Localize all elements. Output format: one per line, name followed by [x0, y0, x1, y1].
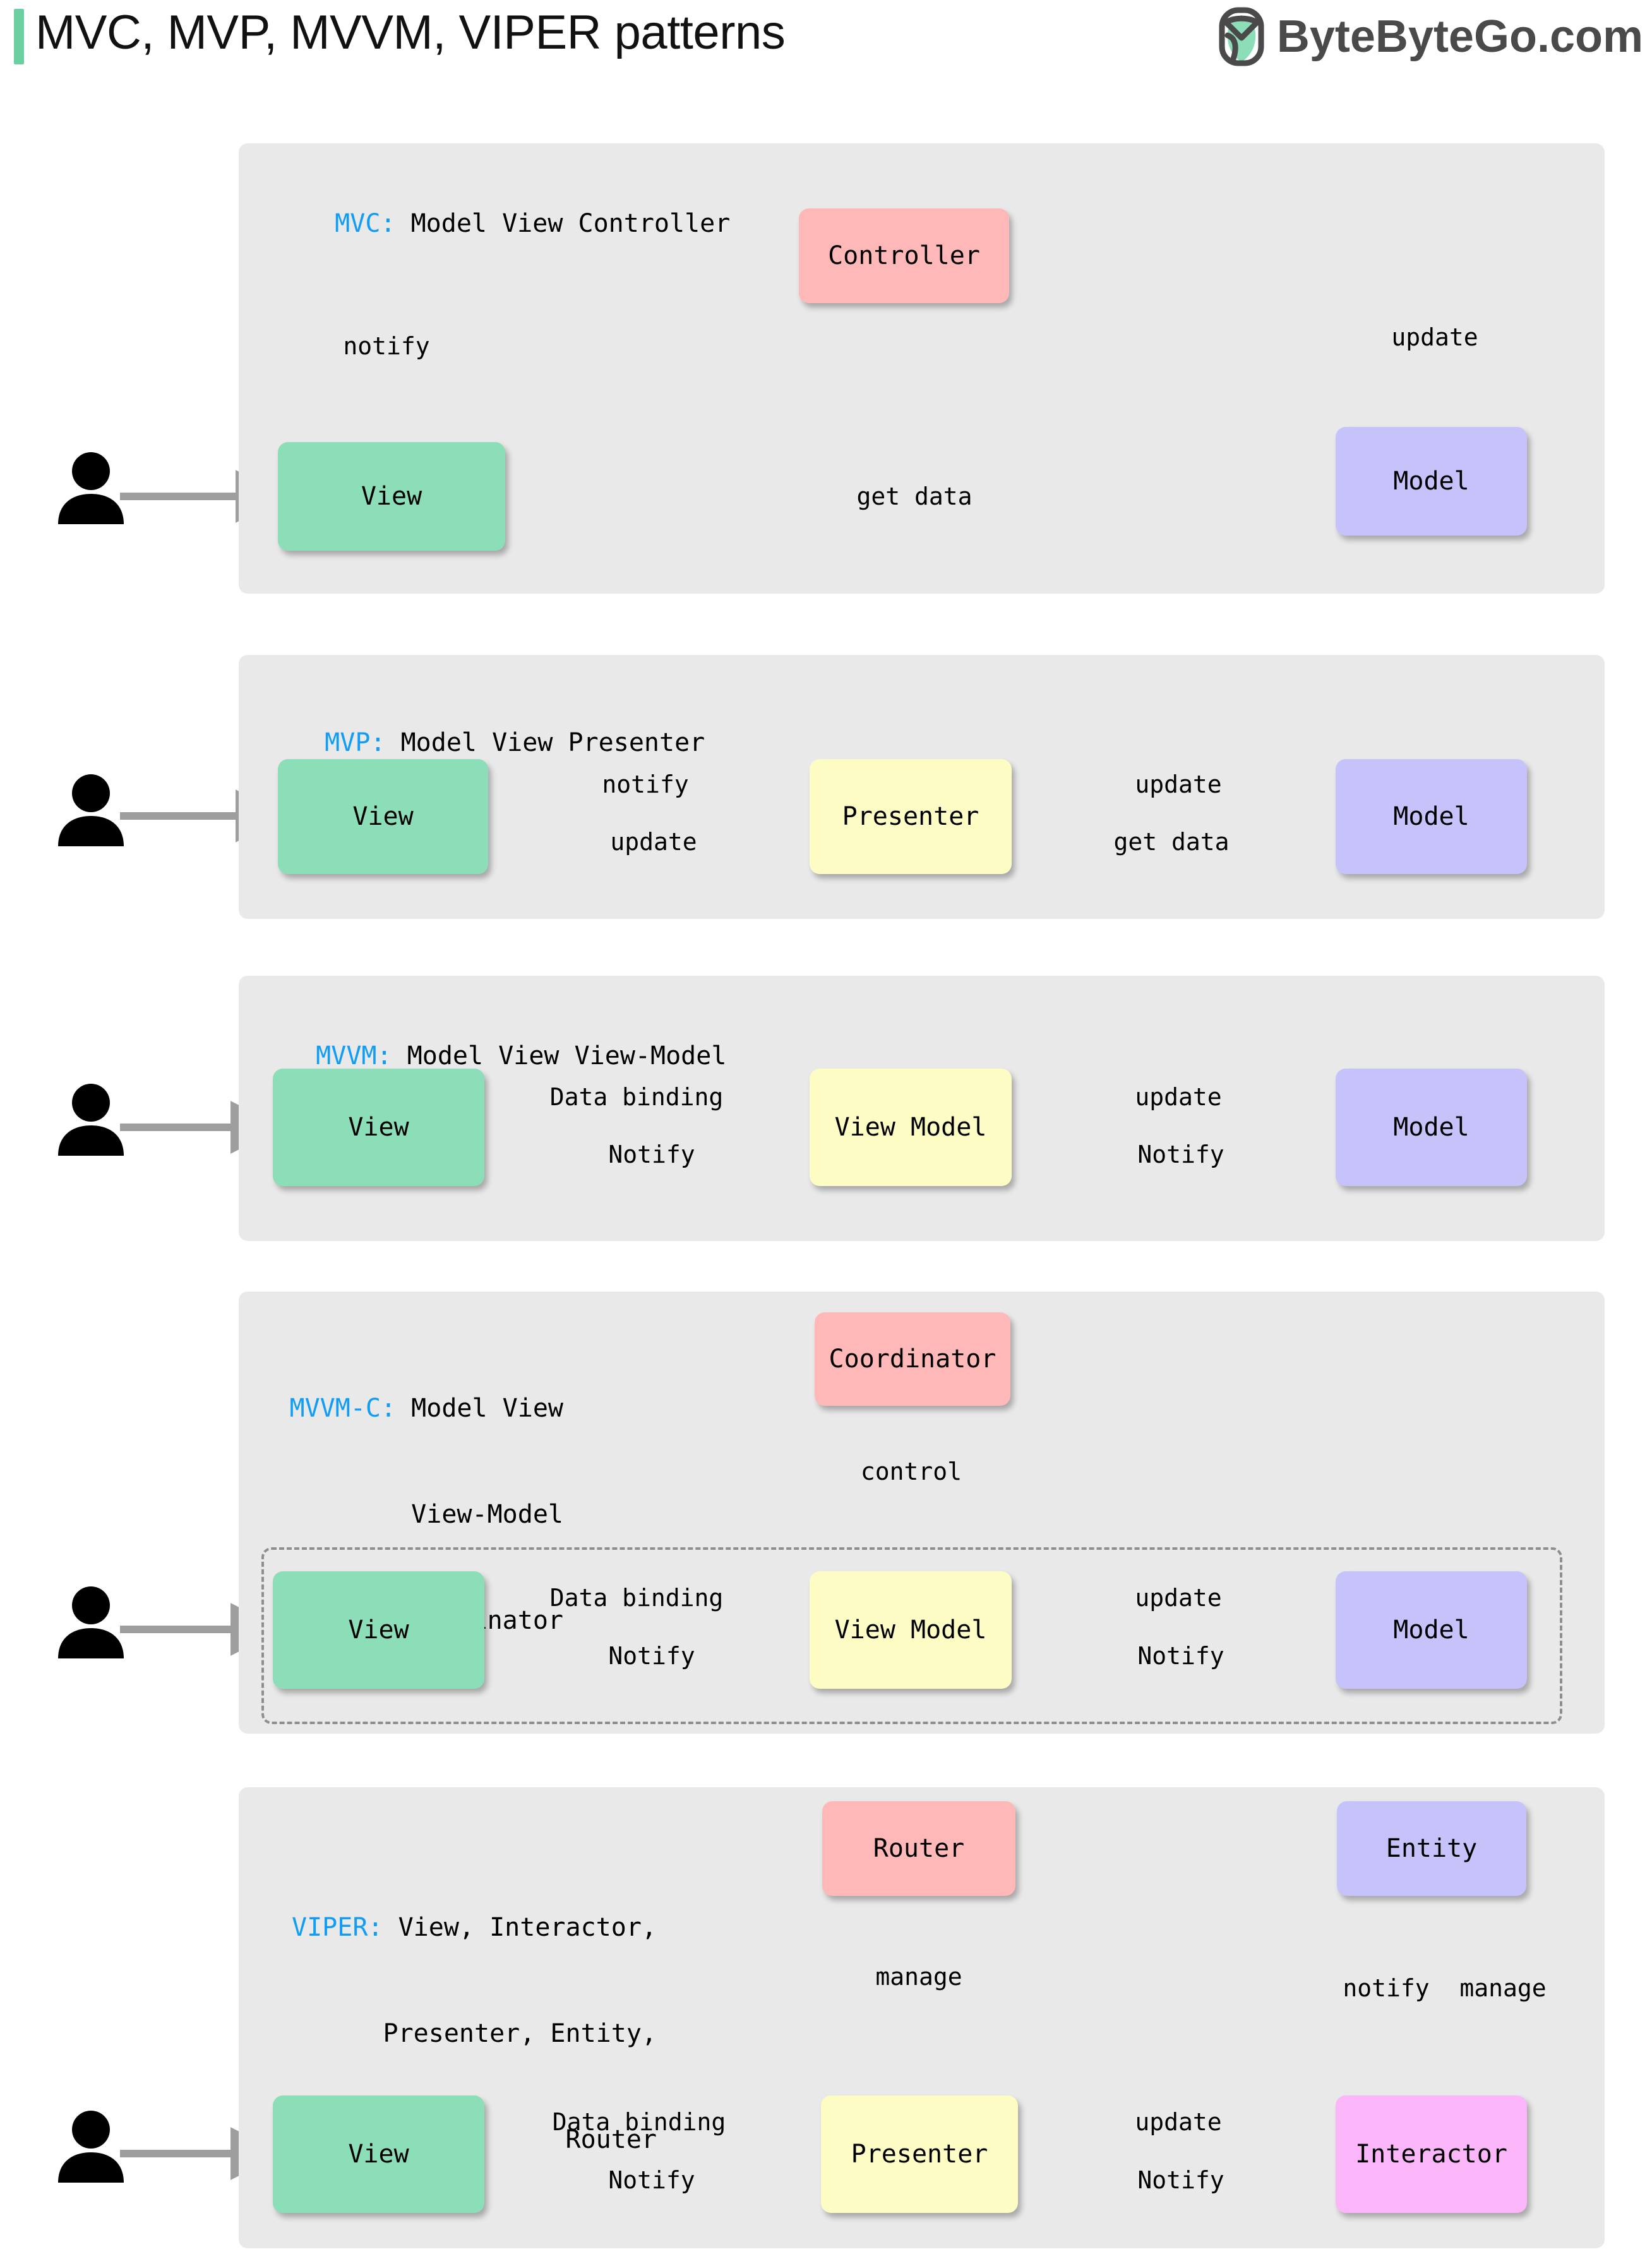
- section-subtitle-mvp: Model View Presenter: [400, 728, 705, 757]
- bytebytego-leaf-logo-icon: [1219, 7, 1264, 66]
- node-mvvmc-viewmodel[interactable]: View Model: [810, 1571, 1012, 1689]
- node-mvp-model[interactable]: Model: [1336, 759, 1527, 874]
- section-subtitle-viper-2: Presenter, Entity,: [383, 2019, 657, 2048]
- section-title-mvvm: MVVM: Model View View-Model: [285, 1003, 726, 1074]
- edge-label-mvc-notify: notify: [343, 332, 430, 360]
- edge-label-mvvmc-update: update: [1135, 1584, 1222, 1612]
- edge-label-mvc-getdata: get data: [856, 483, 973, 510]
- section-keyword-mvp: MVP:: [325, 728, 386, 757]
- edge-label-mvvmc-notify-vm: Notify: [1137, 1642, 1224, 1670]
- edge-label-mvp-update-model: update: [1135, 770, 1222, 798]
- edge-label-mvvm-update: update: [1135, 1083, 1222, 1111]
- edge-label-mvvm-notify-vm: Notify: [1137, 1141, 1224, 1168]
- node-mvvmc-model[interactable]: Model: [1336, 1571, 1527, 1689]
- node-mvp-presenter[interactable]: Presenter: [810, 759, 1012, 874]
- page-header: MVC, MVP, MVVM, VIPER patterns ByteByteG…: [0, 0, 1652, 82]
- section-keyword-mvc: MVC:: [335, 209, 396, 238]
- node-mvvm-model[interactable]: Model: [1336, 1069, 1527, 1186]
- node-viper-entity[interactable]: Entity: [1337, 1801, 1526, 1896]
- node-mvc-model[interactable]: Model: [1336, 427, 1527, 536]
- edge-label-mvvmc-databinding: Data binding: [549, 1584, 724, 1612]
- mvvm-module-group: [261, 1547, 1562, 1724]
- node-mvc-view[interactable]: View: [278, 442, 505, 551]
- edge-label-mvvm-databinding: Data binding: [549, 1083, 724, 1111]
- section-keyword-viper: VIPER:: [292, 1913, 383, 1942]
- user-icon: [58, 774, 124, 846]
- page-title: MVC, MVP, MVVM, VIPER patterns: [35, 6, 786, 59]
- node-mvvmc-coordinator[interactable]: Coordinator: [815, 1312, 1010, 1406]
- user-icon: [58, 1586, 124, 1658]
- edge-label-mvc-update: update: [1391, 323, 1478, 351]
- node-viper-presenter[interactable]: Presenter: [821, 2095, 1018, 2213]
- edge-label-viper-notify-view: Notify: [608, 2166, 695, 2194]
- edge-label-mvvm-notify-view: Notify: [608, 1141, 695, 1168]
- edge-label-viper-manage-router: manage: [875, 1963, 962, 1991]
- section-subtitle-mvc: Model View Controller: [410, 209, 731, 238]
- section-subtitle-mvvmc-1: Model View: [411, 1394, 563, 1423]
- node-mvvm-view[interactable]: View: [273, 1069, 484, 1186]
- section-subtitle-mvvm: Model View View-Model: [407, 1041, 727, 1070]
- edge-label-viper-update: update: [1135, 2108, 1222, 2136]
- section-subtitle-mvvmc-2: View-Model: [411, 1500, 563, 1529]
- edge-label-mvp-getdata: get data: [1113, 828, 1230, 856]
- brand-name: ByteByteGo.com: [1276, 11, 1643, 62]
- user-icon: [58, 1084, 124, 1156]
- node-mvc-controller[interactable]: Controller: [799, 208, 1009, 303]
- brand-mark: ByteByteGo.com: [1218, 6, 1643, 67]
- node-viper-interactor[interactable]: Interactor: [1336, 2095, 1527, 2213]
- node-viper-view[interactable]: View: [273, 2095, 484, 2213]
- section-title-viper: VIPER: View, Interactor, Presenter, Enti…: [272, 1839, 657, 2193]
- node-mvp-view[interactable]: View: [278, 759, 488, 874]
- edge-label-mvvmc-control: control: [860, 1458, 962, 1485]
- user-icon: [58, 2111, 124, 2183]
- section-title-mvp: MVP: Model View Presenter: [294, 690, 705, 760]
- section-subtitle-viper-1: View, Interactor,: [398, 1913, 657, 1942]
- edge-label-mvp-update-view: update: [610, 828, 697, 856]
- section-subtitle-viper-3: Router: [565, 2125, 657, 2154]
- edge-label-mvvmc-notify-view: Notify: [608, 1642, 695, 1670]
- section-title-mvc: MVC: Model View Controller: [304, 171, 730, 241]
- node-mvvmc-view[interactable]: View: [273, 1571, 484, 1689]
- user-icon: [58, 452, 124, 524]
- edge-label-viper-notify-presenter: Notify: [1137, 2166, 1224, 2194]
- title-accent-bar: [14, 9, 24, 64]
- node-mvvm-viewmodel[interactable]: View Model: [810, 1069, 1012, 1186]
- edge-label-viper-notify-entity: notify: [1343, 1974, 1430, 2002]
- section-keyword-mvvmc: MVVM-C:: [289, 1394, 397, 1423]
- edge-label-viper-manage-interactor: manage: [1459, 1974, 1547, 2002]
- edge-label-mvp-notify: notify: [602, 770, 689, 798]
- section-keyword-mvvm: MVVM:: [316, 1041, 392, 1070]
- node-viper-router[interactable]: Router: [822, 1801, 1015, 1896]
- edge-label-viper-databinding: Data binding: [552, 2108, 726, 2136]
